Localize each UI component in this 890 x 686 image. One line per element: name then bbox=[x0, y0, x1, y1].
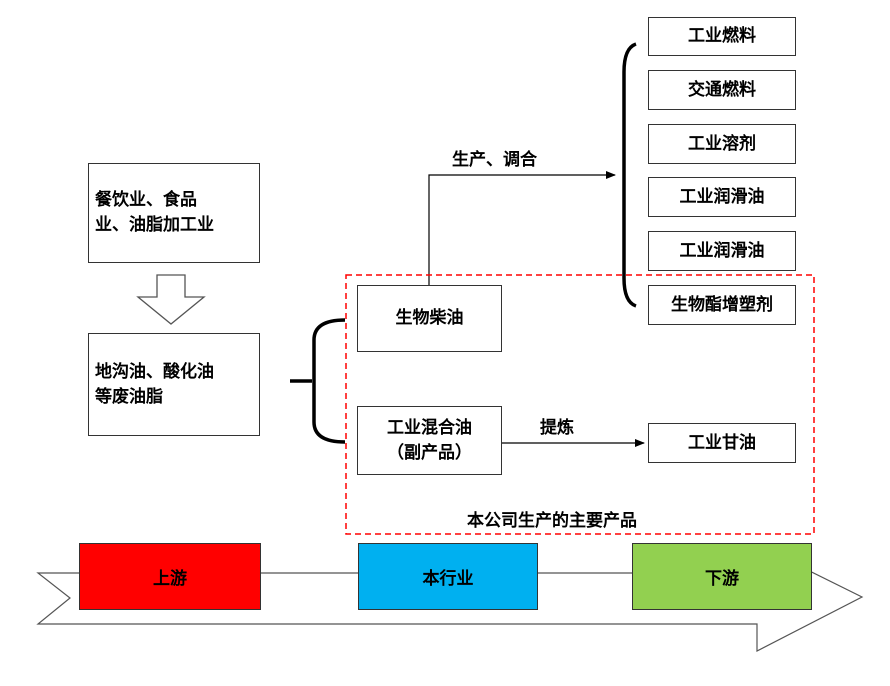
biodiesel-to-products-connector bbox=[428, 171, 616, 285]
catering-industry-box: 餐饮业、食品 业、油脂加工业 bbox=[88, 163, 260, 263]
waste-oil-box: 地沟油、酸化油 等废油脂 bbox=[88, 333, 260, 436]
product-transport-fuel: 交通燃料 bbox=[648, 70, 796, 110]
refine-label: 提炼 bbox=[540, 418, 574, 438]
product-industrial-lubricant: 工业润滑油 bbox=[648, 177, 796, 217]
product-industrial-solvent: 工业溶剂 bbox=[648, 124, 796, 164]
industrial-mixed-oil-box: 工业混合油 （副产品） bbox=[357, 406, 502, 475]
product-industrial-glycerin: 工业甘油 bbox=[648, 423, 796, 463]
chain-industry: 本行业 bbox=[358, 543, 538, 610]
produce-blend-label: 生产、调合 bbox=[452, 150, 537, 170]
company-products-caption: 本公司生产的主要产品 bbox=[467, 511, 637, 531]
product-industrial-lubricant-2: 工业润滑油 bbox=[648, 231, 796, 271]
products-brace-icon bbox=[622, 42, 637, 308]
chain-upstream: 上游 bbox=[79, 543, 261, 610]
company-products-region bbox=[345, 274, 815, 535]
chain-downstream: 下游 bbox=[632, 543, 812, 610]
biodiesel-box: 生物柴油 bbox=[357, 285, 502, 352]
split-brace-icon bbox=[290, 318, 346, 444]
product-industrial-fuel: 工业燃料 bbox=[648, 17, 796, 56]
down-arrow-icon bbox=[136, 274, 206, 325]
product-bio-ester-plasticizer: 生物酯增塑剂 bbox=[648, 285, 796, 325]
